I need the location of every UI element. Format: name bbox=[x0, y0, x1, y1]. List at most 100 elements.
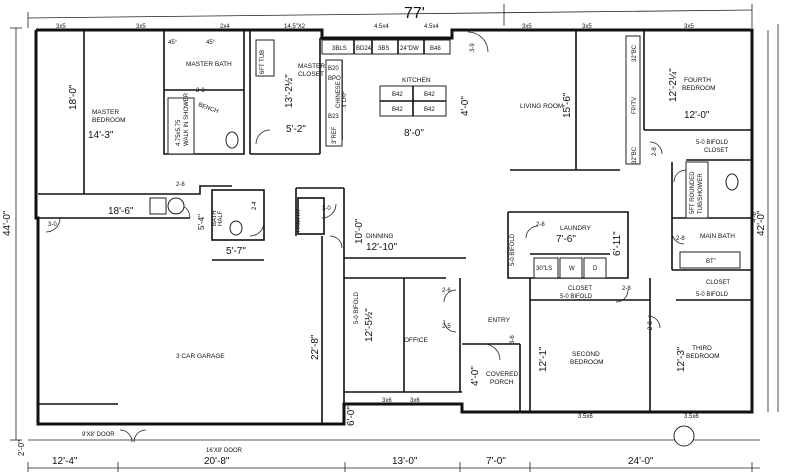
laundry-dim-2: 6'-11" bbox=[612, 231, 623, 256]
rounded-shower-1: 5FT ROUNDED bbox=[690, 171, 696, 214]
garage-door-9: 9'X8' DOOR bbox=[82, 432, 115, 438]
bottom-dim-1: 12'-4" bbox=[52, 456, 78, 467]
ac-unit-fixture bbox=[673, 425, 695, 447]
right-dim-42: 42'-0" bbox=[756, 210, 767, 236]
living-built-in-cabinets bbox=[625, 35, 641, 165]
bottom-dim-2: 20'-8" bbox=[204, 456, 230, 467]
dryer-fixture bbox=[583, 257, 607, 279]
third-bedroom-label-2: BEDROOM bbox=[686, 353, 720, 360]
master-bedroom-label-1: MASTER bbox=[92, 109, 119, 116]
third-bedroom-label-1: THIRD bbox=[692, 345, 712, 352]
bottom-dim-3: 13'-0" bbox=[392, 456, 418, 467]
hall-cabinet-fixture bbox=[149, 197, 167, 215]
washer-fixture bbox=[559, 257, 583, 279]
cab-b42-d: B42 bbox=[424, 107, 435, 113]
hall-dim: 18'-6" bbox=[108, 206, 134, 217]
closet-label: CLOSET bbox=[568, 286, 592, 292]
door-label-8: 3-6 bbox=[510, 335, 516, 344]
master-bedroom-dim-1: 18'-0" bbox=[68, 84, 79, 110]
laundry-label: LAUNDRY bbox=[560, 225, 592, 232]
overall-width-dim: 77' bbox=[404, 5, 425, 22]
porch-label-1: COVERED bbox=[486, 371, 518, 378]
dinning-label: DINNING bbox=[366, 233, 393, 240]
rounded-shower-2: TUB/SHOWER bbox=[698, 173, 704, 214]
cab-bd24: BD24 bbox=[356, 46, 372, 52]
shower-label-1: 4.75x5.75 bbox=[176, 119, 182, 146]
cab-b42-b: B42 bbox=[424, 92, 435, 98]
door-label-11: 2-8 bbox=[648, 321, 654, 330]
left-dim-small: 2'-0" bbox=[17, 440, 26, 456]
window-label-12: 3.5x6 bbox=[578, 414, 593, 420]
third-bedroom-dim: 12'-3" bbox=[676, 346, 687, 372]
tub-label: 6FT TUB bbox=[260, 50, 266, 74]
door-label-9: 2-8 bbox=[536, 222, 545, 228]
bottom-dim-5: 24'-0" bbox=[628, 456, 654, 467]
window-label-10: 3x6 bbox=[382, 398, 392, 404]
closet-bifold: 5-0 BIFOLD bbox=[560, 294, 593, 300]
door-label-12: 2-8 bbox=[652, 147, 658, 156]
cab-32bc-top: 32"BC bbox=[632, 44, 638, 62]
office-dim: 12'-5½" bbox=[364, 308, 375, 342]
window-label-4: 14.5"X2 bbox=[284, 24, 306, 30]
garage-door-16: 16'X8' DOOR bbox=[206, 448, 243, 454]
cab-fptv: FP/TV bbox=[632, 97, 638, 114]
porch-dim: 4'-0" bbox=[470, 366, 481, 386]
window-label-11: 3x6 bbox=[410, 398, 420, 404]
cab-b23: B23 bbox=[328, 114, 339, 120]
master-toilet-fixture bbox=[225, 131, 239, 149]
window-label-13: 3.5x6 bbox=[684, 414, 699, 420]
main-bath-label: MAIN BATH bbox=[700, 233, 735, 240]
office-label: OFFICE bbox=[404, 337, 428, 344]
kitchen-dim-1: 8'-0" bbox=[404, 128, 424, 139]
window-label-5: 4.5x4 bbox=[374, 24, 389, 30]
door-label-5: 3-0 bbox=[322, 206, 331, 212]
cab-ref: 3"REF bbox=[332, 126, 338, 144]
window-label-6: 4.5x4 bbox=[424, 24, 439, 30]
cab-bpo: BPO bbox=[328, 76, 341, 82]
door-3-9: 3-9 bbox=[470, 43, 476, 52]
cab-dw: 24"DW bbox=[400, 46, 419, 52]
entry-label: ENTRY bbox=[488, 317, 511, 324]
master-bedroom-dim-2: 14'-3" bbox=[88, 130, 114, 141]
window-label-1: 3x5 bbox=[56, 24, 66, 30]
cab-3bls: 3BLS bbox=[332, 46, 347, 52]
tub-fixture bbox=[255, 39, 275, 77]
garage-label: 3 CAR GARAGE bbox=[176, 353, 225, 360]
bath-half-label-2: HALF bbox=[218, 210, 224, 226]
cab-32bc-bot: 32"BC bbox=[632, 146, 638, 164]
shower-label-2: WALK IN SHOWER bbox=[184, 92, 190, 146]
bifold-left: 5-0 BIFOLD bbox=[510, 233, 516, 266]
master-closet-label-2: CLOSET bbox=[298, 71, 324, 78]
right-dim-small: 4'-6" bbox=[752, 210, 758, 222]
second-bedroom-dim: 12'-1" bbox=[538, 346, 549, 372]
hall-sink-fixture bbox=[167, 197, 185, 215]
door-label-1: 2-8 bbox=[196, 88, 205, 94]
window-label-8: 3x5 bbox=[582, 24, 592, 30]
dinning-dim-2: 12'-10" bbox=[366, 242, 397, 253]
kitchen-dim-2: 4'-0" bbox=[460, 96, 471, 116]
laundry-ls: 30"LS bbox=[536, 266, 552, 272]
overall-depth-dim: 44'-0" bbox=[2, 210, 13, 236]
fourth-bedroom-label-2: BEDROOM bbox=[682, 85, 716, 92]
living-room-label: LIVING ROOM bbox=[520, 103, 563, 110]
bench-label: BENCH bbox=[197, 102, 219, 115]
cab-3lrf: 3"LRF bbox=[342, 91, 348, 108]
second-bedroom-label-2: BEDROOM bbox=[570, 359, 604, 366]
master-closet-dim-2: 5'-2" bbox=[286, 124, 306, 135]
bifold-closet-2: CLOSET bbox=[704, 148, 728, 154]
door-label-7: 2-5 bbox=[442, 324, 451, 330]
garage-dim: 22'-8" bbox=[310, 334, 321, 360]
cab-chinese: CHINESE bbox=[336, 81, 342, 108]
rounded-tub-fixture bbox=[685, 161, 709, 219]
walls bbox=[34, 28, 754, 426]
master-closet-dim-1: 13'-2½" bbox=[284, 74, 295, 108]
laundry-d: D bbox=[593, 266, 598, 272]
kitchen-side-cabinets bbox=[325, 59, 343, 147]
door-label-4: 2-4 bbox=[252, 201, 258, 210]
dimension-lines bbox=[10, 4, 779, 472]
window-label-3: 2x4 bbox=[220, 24, 230, 30]
angle-45-left: 45° bbox=[168, 40, 178, 46]
fourth-bedroom-label-1: FOURTH bbox=[684, 77, 711, 84]
second-bedroom-label-1: SECOND bbox=[572, 351, 600, 358]
